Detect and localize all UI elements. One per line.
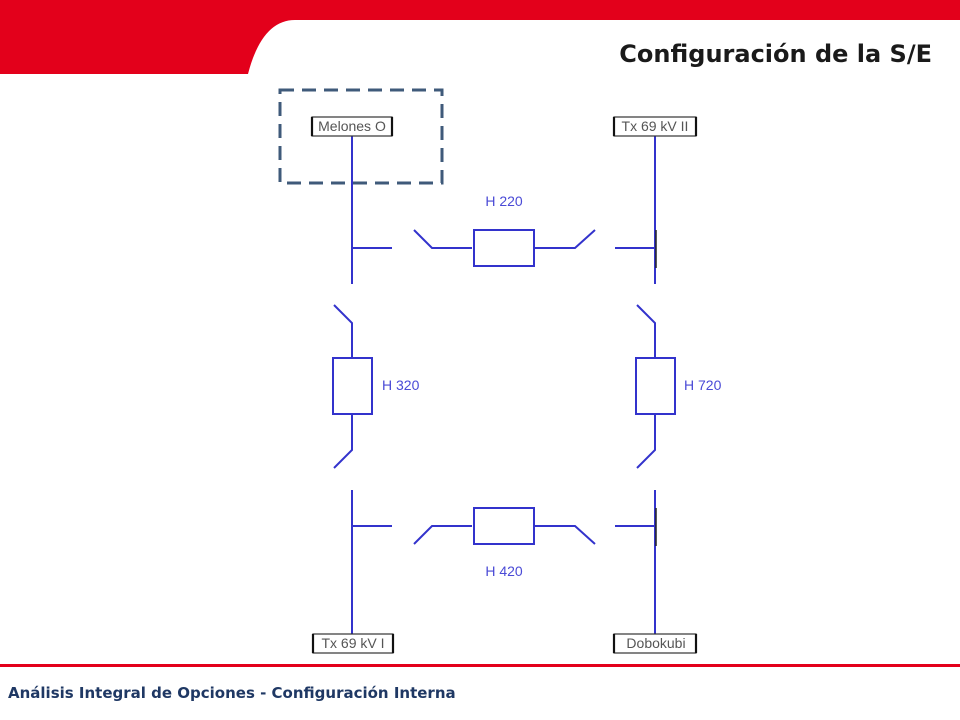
breaker-h220 (473, 229, 535, 267)
left-upper-switch (333, 304, 353, 358)
feeder-label-tx69-i: Tx 69 kV I (321, 635, 384, 651)
feeder-label-melones: Melones O (318, 118, 386, 134)
feeder-label-dobokubi: Dobokubi (626, 635, 685, 651)
footer-divider (0, 664, 960, 667)
top-right-switch (535, 229, 596, 249)
top-left-switch (413, 229, 472, 249)
bottom-right-switch (535, 525, 596, 545)
bottom-left-switch (413, 525, 472, 545)
breaker-label-h320: H 320 (382, 377, 420, 393)
feeder-label-tx69-ii: Tx 69 kV II (622, 118, 689, 134)
breaker-label-h220: H 220 (485, 193, 523, 209)
breaker-label-h420: H 420 (485, 563, 523, 579)
header-band (0, 0, 960, 74)
left-lower-switch (333, 414, 353, 469)
breaker-h720 (635, 357, 676, 415)
highlight-box (278, 88, 444, 185)
breaker-h320 (332, 357, 373, 415)
footer-text: Análisis Integral de Opciones - Configur… (8, 684, 456, 702)
breaker-h420 (473, 507, 535, 545)
right-lower-switch (636, 414, 656, 469)
right-upper-switch (636, 304, 656, 358)
slide-title: Configuración de la S/E (619, 40, 932, 68)
breaker-label-h720: H 720 (684, 377, 722, 393)
